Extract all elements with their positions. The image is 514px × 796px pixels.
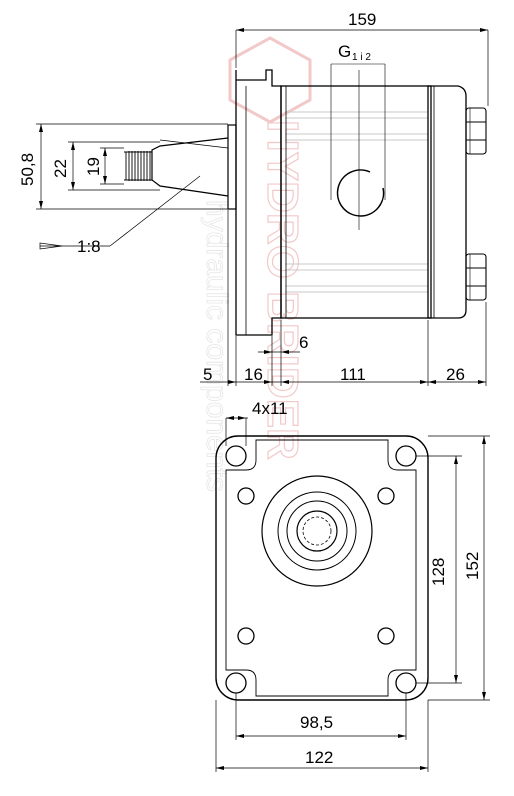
side-view	[36, 28, 489, 386]
body-shading	[285, 111, 428, 293]
watermark: HYDRO BRIDER hydraulic components	[200, 36, 312, 492]
dim-taper: 1:8	[77, 237, 101, 256]
rear-cover	[427, 85, 467, 319]
front-dimension-lines	[215, 417, 490, 772]
bolt-hole-4	[377, 627, 395, 645]
bolt-hole-1	[237, 487, 255, 505]
dim-inner-width: 98,5	[300, 713, 333, 732]
corner-hole-top-right	[395, 445, 417, 467]
watermark-hexagon-logo	[228, 36, 312, 124]
dim-seg-6: 6	[299, 333, 308, 352]
pump-body	[280, 85, 432, 319]
dim-port-label: G	[338, 42, 351, 61]
lower-bolt-head	[465, 253, 487, 301]
dim-overall-length: 159	[348, 10, 376, 29]
dim-shaft-minor: 19	[84, 157, 103, 176]
flange-plate	[235, 69, 282, 336]
shaft-end	[296, 510, 338, 552]
corner-hole-bottom-right	[395, 672, 417, 694]
upper-bolt-head	[465, 107, 487, 155]
tapered-shaft	[151, 137, 229, 197]
front-view	[215, 416, 490, 772]
dim-flange-height: 50,8	[18, 153, 37, 186]
pilot-ring	[227, 124, 237, 210]
shaft-thread-hidden	[302, 516, 332, 546]
side-dimension-lines	[36, 29, 489, 386]
dim-seg-16: 16	[244, 365, 263, 384]
flange-inner-outline	[225, 439, 417, 697]
bolt-hole-2	[377, 487, 395, 505]
dim-cover-length: 26	[446, 365, 465, 384]
watermark-brand: HYDRO BRIDER	[258, 120, 307, 460]
dim-outer-width: 122	[305, 748, 333, 767]
pilot-inner	[286, 500, 348, 562]
flange-outline	[215, 435, 429, 701]
dim-shaft-diameter: 22	[51, 159, 70, 178]
corner-hole-top-left	[225, 445, 247, 467]
pilot-mid	[277, 491, 357, 571]
dim-seg-5: 5	[203, 365, 212, 384]
side-arrowheads	[39, 28, 488, 384]
port-circle	[336, 169, 385, 217]
front-arrowheads	[216, 416, 486, 770]
pilot-outer	[261, 475, 373, 587]
shaft-key-line	[159, 139, 229, 149]
bolt-hole-3	[237, 627, 255, 645]
shaft-thread	[124, 151, 152, 181]
dim-port-sub: 1 i 2	[352, 52, 371, 63]
dim-body-length: 111	[340, 365, 366, 384]
dim-outer-height: 152	[463, 552, 482, 580]
corner-hole-bottom-left	[225, 672, 247, 694]
dim-inner-height: 128	[429, 558, 448, 586]
dim-holes: 4x11	[252, 399, 288, 418]
